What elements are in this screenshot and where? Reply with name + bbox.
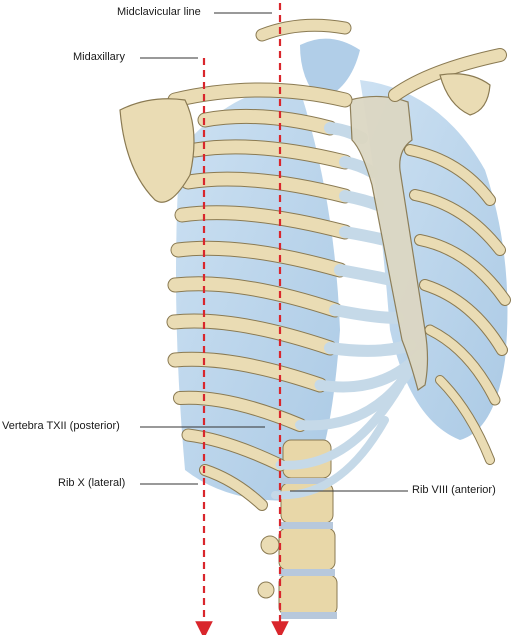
label-midaxillary: Midaxillary [73, 51, 125, 63]
leader-lines [140, 12, 408, 492]
label-midclavicular-line: Midclavicular line [117, 6, 201, 18]
sternum [349, 95, 429, 391]
reference-lines [195, 3, 289, 635]
ribs-left [166, 108, 353, 511]
label-rib-x: Rib X (lateral) [58, 477, 126, 489]
posterior-rib-heads [257, 535, 280, 599]
label-vertebra-txii: Vertebra TXII (posterior) [2, 420, 120, 432]
label-rib-viii: Rib VIII (anterior) [412, 484, 496, 496]
scapula [119, 73, 491, 203]
clavicles [167, 18, 507, 108]
ribs-right [404, 144, 511, 465]
